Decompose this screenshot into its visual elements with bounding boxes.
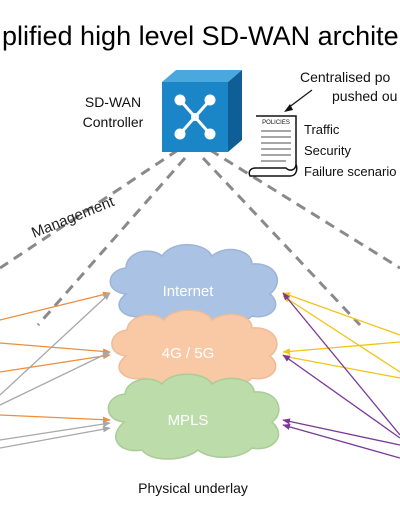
cloud-label: 4G / 5G [162,345,215,362]
cube-top [162,70,242,82]
purple-link [282,354,400,439]
cloud-4g-5g: 4G / 5G [111,309,278,388]
yellow-link [282,295,400,373]
yellow-link [282,354,400,379]
right-underlay-links [282,292,400,459]
purple-link [282,418,400,446]
cube-side [228,70,242,152]
orange-link [0,342,111,355]
policy-item-failure: Failure scenario [304,164,397,179]
underlay-label: Physical underlay [138,480,248,496]
purple-link [282,292,400,436]
controller-label-line2: Controller [83,114,144,130]
management-link [36,157,187,326]
orange-link [0,291,111,321]
policy-item-security: Security [304,143,351,158]
controller-label-line1: SD-WAN [85,94,141,110]
controller-cube [162,70,242,152]
cloud-label: Internet [163,283,215,300]
management-label: Management [29,193,117,242]
arrow-head [284,104,293,112]
gray-link [0,426,111,449]
gray-link [0,292,111,396]
mpls-cloud-shape [107,373,280,460]
diagram-title: plified high level SD-WAN archite [2,21,399,51]
network-router-icon [174,94,216,140]
policies-document-icon: POLICIES [248,115,298,177]
management-links [0,148,400,327]
yellow-link [282,292,400,336]
management-link [0,148,179,270]
orange-link [0,414,111,423]
cloud-mpls: MPLS [107,373,280,460]
management-link [201,156,362,327]
policies-doc-label: POLICIES [262,120,290,126]
policy-item-traffic: Traffic [304,122,340,137]
policy-note-line1: Centralised po [300,69,390,85]
policy-callout-arrow [287,89,313,109]
gray-link [0,420,111,441]
gray-link [0,351,111,406]
left-underlay-links [0,291,111,449]
purple-link [282,423,400,459]
cloud-label: MPLS [168,412,209,429]
orange-link [0,352,111,373]
policy-note-line2: pushed ou [332,88,397,104]
management-link [209,148,400,270]
yellow-link [282,341,400,355]
